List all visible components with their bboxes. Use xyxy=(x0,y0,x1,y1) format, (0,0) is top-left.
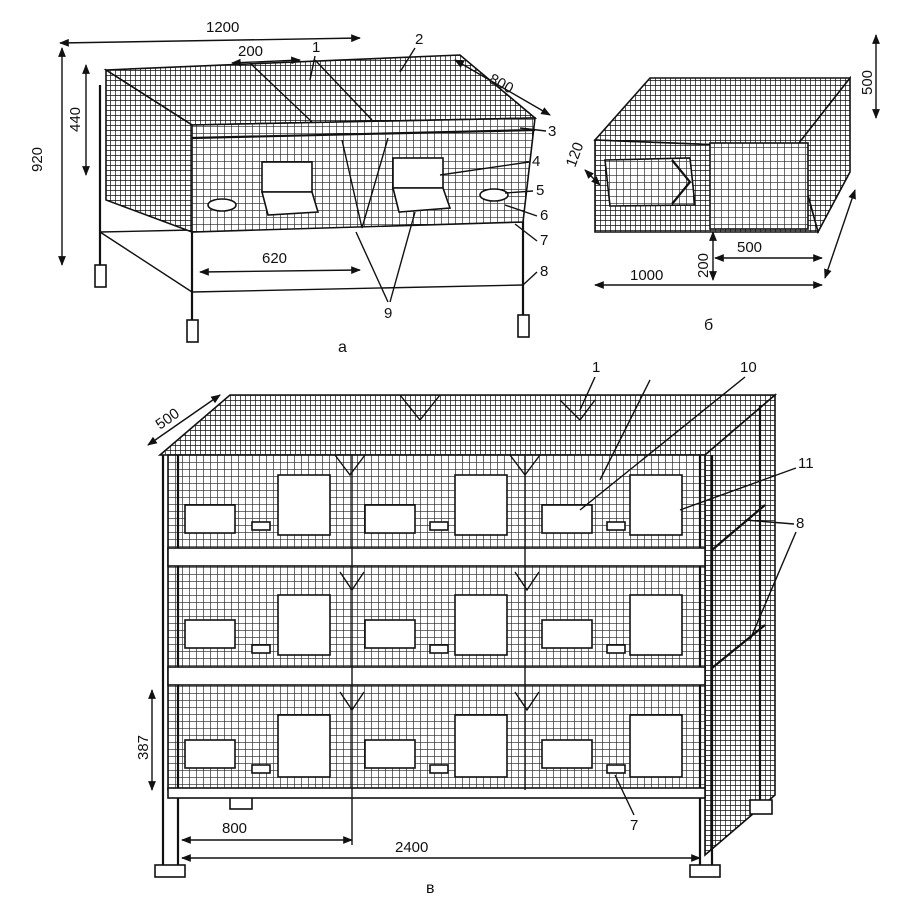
figure-v: 500 387 800 2400 1 10 11 8 7 в xyxy=(135,359,814,897)
figure-a: 1200 200 800 920 440 620 1 2 3 4 5 6 7 8… xyxy=(29,19,556,356)
shelf-2 xyxy=(167,666,706,686)
battery-front xyxy=(167,454,706,791)
callout-v-11: 11 xyxy=(798,455,814,472)
callout-v-10: 10 xyxy=(740,359,757,376)
tier-3 xyxy=(184,714,683,778)
shelf-1 xyxy=(167,547,706,567)
dim-v-depth: 500 xyxy=(153,405,183,433)
dim-b-opening-w: 120 xyxy=(563,140,588,169)
dim-a-height: 920 xyxy=(29,147,46,172)
callout-a-9: 9 xyxy=(384,305,392,322)
callout-v-1: 1 xyxy=(592,359,600,376)
dim-b-opening-h: 200 xyxy=(695,253,712,278)
drinker-left xyxy=(207,198,237,212)
feeder-right xyxy=(392,157,444,189)
dim-a-span: 620 xyxy=(262,250,287,267)
callout-a-6: 6 xyxy=(540,207,548,224)
callout-v-7: 7 xyxy=(630,817,638,834)
dim-a-width: 1200 xyxy=(206,19,239,36)
drinker-right xyxy=(479,188,509,202)
box-entrance xyxy=(604,157,696,207)
tier-2 xyxy=(184,594,683,656)
tier-1 xyxy=(184,474,683,536)
callout-v-8: 8 xyxy=(796,515,804,532)
dim-b-length: 1000 xyxy=(630,267,663,284)
box-panel xyxy=(709,142,809,230)
dim-b-height: 500 xyxy=(859,70,876,95)
callout-a-2: 2 xyxy=(415,31,423,48)
dim-v-tier-height: 387 xyxy=(135,735,152,760)
dim-a-inner-height: 440 xyxy=(67,107,84,132)
caption-v: в xyxy=(426,880,435,897)
figure-b: 1000 500 200 500 120 б xyxy=(563,34,880,334)
callout-a-7: 7 xyxy=(540,232,548,249)
dim-b-width: 500 xyxy=(737,239,762,256)
callout-a-4: 4 xyxy=(532,153,540,170)
shelf-3 xyxy=(167,787,706,799)
callout-a-8: 8 xyxy=(540,263,548,280)
caption-a: а xyxy=(338,339,347,356)
callout-a-5: 5 xyxy=(536,182,544,199)
caption-b: б xyxy=(704,317,713,334)
dim-v-section: 800 xyxy=(222,820,247,837)
callout-a-3: 3 xyxy=(548,123,556,140)
battery-top xyxy=(157,394,778,456)
feeder-left xyxy=(261,161,313,193)
dim-v-total: 2400 xyxy=(395,839,428,856)
dim-a-gap: 200 xyxy=(238,43,263,60)
callout-a-1: 1 xyxy=(312,39,320,56)
